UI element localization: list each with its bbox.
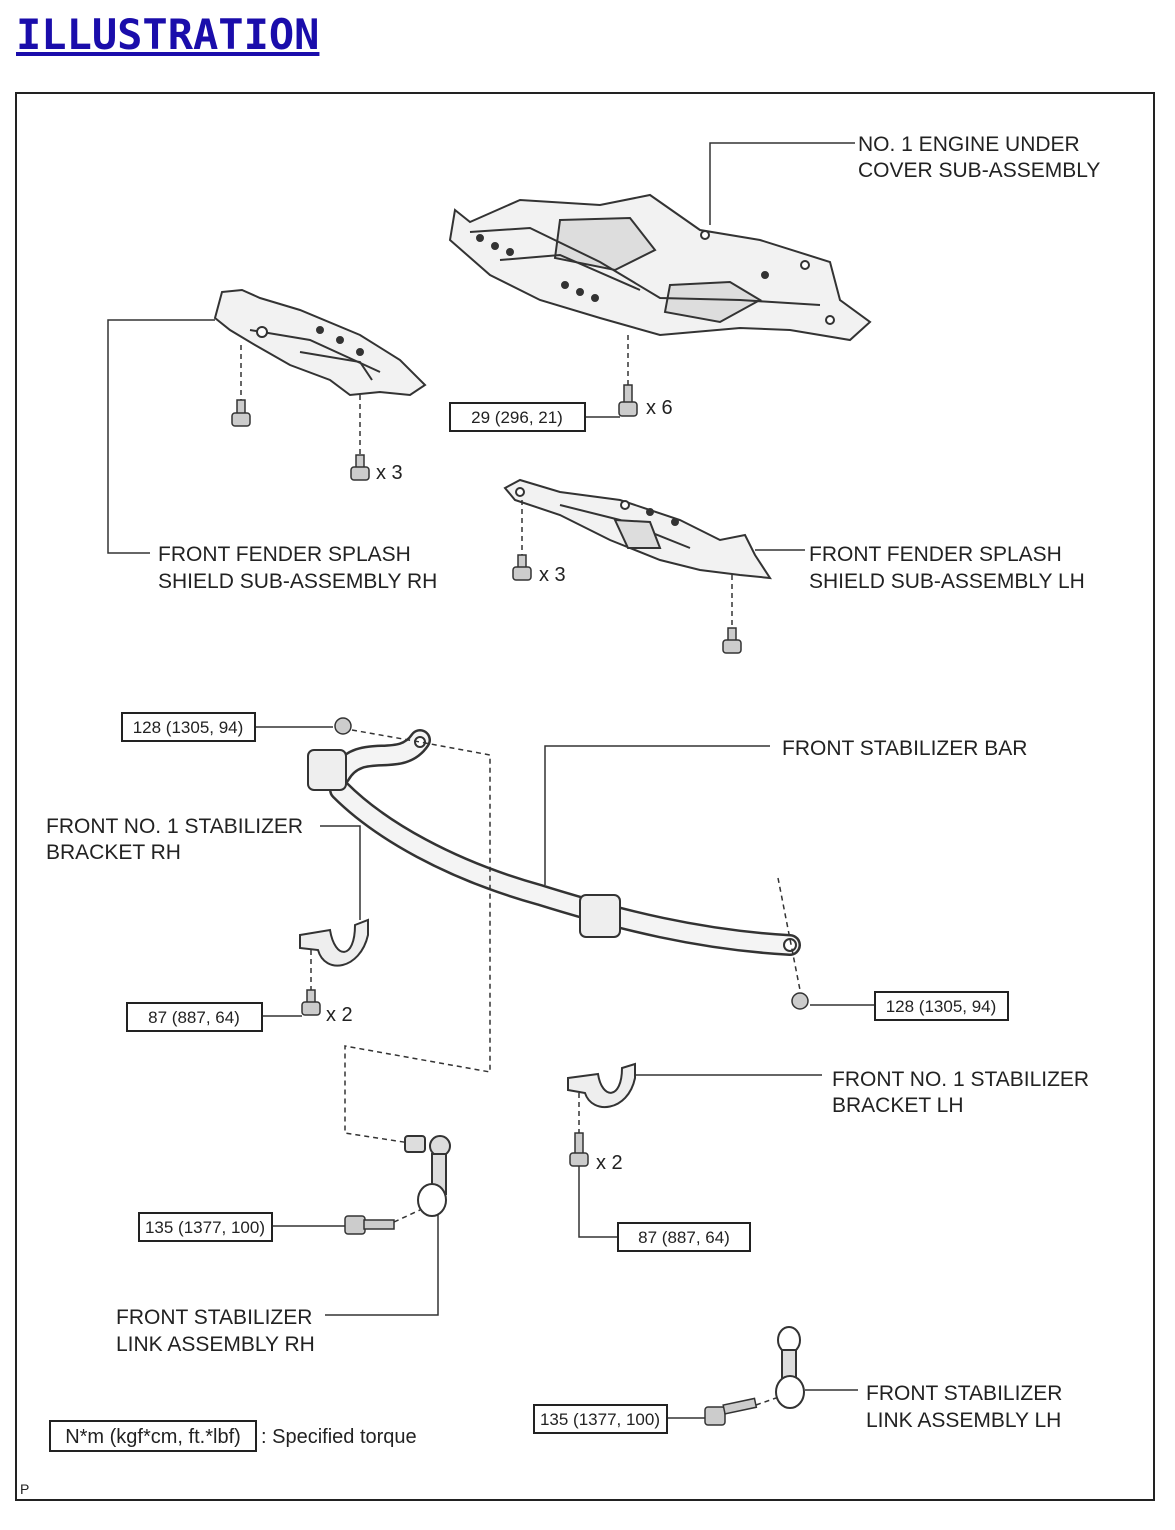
label-shield-lh-line1: FRONT FENDER SPLASH [809, 543, 1062, 566]
legend-unit: N*m (kgf*cm, ft.*lbf) [65, 1426, 241, 1448]
label-shield-rh-line1: FRONT FENDER SPLASH [158, 543, 411, 566]
torque-value: 128 (1305, 94) [133, 718, 244, 737]
label-bracket-lh-line2: BRACKET LH [832, 1094, 964, 1117]
bolt-icon [344, 1215, 395, 1235]
bolt-icon [704, 1397, 758, 1426]
label-stabilizer-bar: FRONT STABILIZER BAR [782, 737, 1027, 760]
torque-legend: N*m (kgf*cm, ft.*lbf) : Specified torque [49, 1420, 417, 1452]
bolt-icon [722, 627, 742, 654]
torque-value: 87 (887, 64) [638, 1228, 730, 1247]
torque-box-link-lh: 135 (1377, 100) [533, 1404, 668, 1434]
bolt-icon [231, 399, 251, 427]
qty-shield-lh-bolts: x 3 [539, 564, 566, 586]
torque-value: 128 (1305, 94) [886, 997, 997, 1016]
bracket-rh-drawing [299, 918, 369, 967]
link-rh-drawing [404, 1135, 451, 1217]
corner-mark: P [20, 1481, 29, 1497]
label-shield-lh-line2: SHIELD SUB-ASSEMBLY LH [809, 570, 1085, 593]
label-link-lh-line1: FRONT STABILIZER [866, 1382, 1062, 1405]
engine-under-cover-drawing [448, 193, 872, 342]
torque-value: 135 (1377, 100) [540, 1410, 660, 1429]
torque-value: 135 (1377, 100) [145, 1218, 265, 1237]
dashed-guide [393, 1209, 421, 1223]
stabilizer-bar-drawing [307, 729, 801, 956]
dashed-guide [755, 1397, 777, 1406]
splash-shield-lh-drawing [503, 478, 772, 580]
leader-engine-cover [709, 142, 855, 225]
link-lh-drawing [775, 1326, 805, 1409]
torque-box-bar-nut-lh: 128 (1305, 94) [874, 991, 1009, 1021]
torque-value: 29 (296, 21) [471, 408, 563, 427]
torque-box-bracket-rh: 87 (887, 64) [126, 1002, 263, 1032]
label-link-rh-line2: LINK ASSEMBLY RH [116, 1333, 315, 1356]
leader-link-rh [325, 1215, 439, 1316]
leader-torque [578, 1166, 618, 1238]
bolt-icon [618, 384, 638, 417]
torque-box-link-rh: 135 (1377, 100) [138, 1212, 273, 1242]
bolt-icon [350, 454, 370, 481]
bolt-icon [512, 554, 532, 581]
label-bracket-rh-line1: FRONT NO. 1 STABILIZER [46, 815, 303, 838]
leader-stabilizer-bar [544, 745, 770, 885]
torque-value: 87 (887, 64) [148, 1008, 240, 1027]
nut-icon [791, 992, 809, 1010]
torque-box-bar-nut-rh: 128 (1305, 94) [121, 712, 256, 742]
leader-shield-rh [107, 319, 215, 554]
label-link-lh-line2: LINK ASSEMBLY LH [866, 1409, 1061, 1432]
qty-under-cover-bolts: x 6 [646, 397, 673, 419]
diagram-frame [15, 92, 1155, 1501]
qty-bracket-rh-bolts: x 2 [326, 1004, 353, 1026]
torque-box-bracket-lh: 87 (887, 64) [617, 1222, 751, 1252]
label-engine-cover-line2: COVER SUB-ASSEMBLY [858, 159, 1100, 182]
torque-box-under-cover: 29 (296, 21) [449, 402, 586, 432]
qty-bracket-lh-bolts: x 2 [596, 1152, 623, 1174]
label-bracket-lh-line1: FRONT NO. 1 STABILIZER [832, 1068, 1089, 1091]
bolt-icon [301, 989, 321, 1016]
leader-bracket-rh [320, 825, 361, 920]
label-link-rh-line1: FRONT STABILIZER [116, 1306, 312, 1329]
dashed-guide [777, 877, 801, 991]
qty-shield-rh-bolts: x 3 [376, 462, 403, 484]
legend-text: : Specified torque [261, 1426, 417, 1448]
bracket-lh-drawing [567, 1062, 636, 1109]
splash-shield-rh-drawing [213, 288, 427, 397]
label-bracket-rh-line2: BRACKET RH [46, 841, 181, 864]
page-heading: ILLUSTRATION [16, 10, 320, 59]
label-engine-cover-line1: NO. 1 ENGINE UNDER [858, 133, 1080, 156]
nut-icon [334, 717, 352, 735]
bolt-icon [569, 1132, 589, 1167]
label-shield-rh-line2: SHIELD SUB-ASSEMBLY RH [158, 570, 437, 593]
